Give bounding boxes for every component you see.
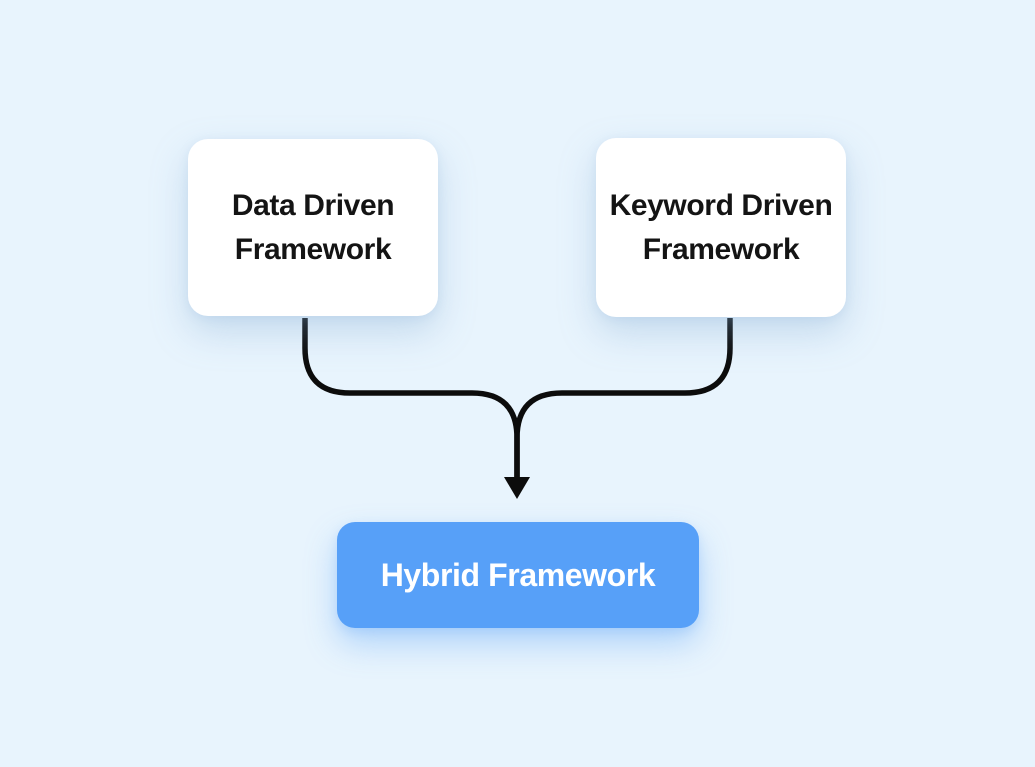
- node-label-data-driven: Data Driven Framework: [231, 189, 395, 266]
- arrowhead-icon: [504, 477, 530, 499]
- node-hybrid-framework: Hybrid Framework: [337, 522, 699, 628]
- node-label-keyword-driven: Keyword Driven Framework: [609, 189, 833, 266]
- connector-left-branch: [302, 318, 520, 479]
- node-data-driven-framework: Data Driven Framework: [188, 139, 438, 316]
- connector-right-branch: [514, 318, 733, 479]
- node-label-hybrid: Hybrid Framework: [380, 556, 656, 593]
- node-keyword-driven-framework: Keyword Driven Framework: [596, 138, 846, 317]
